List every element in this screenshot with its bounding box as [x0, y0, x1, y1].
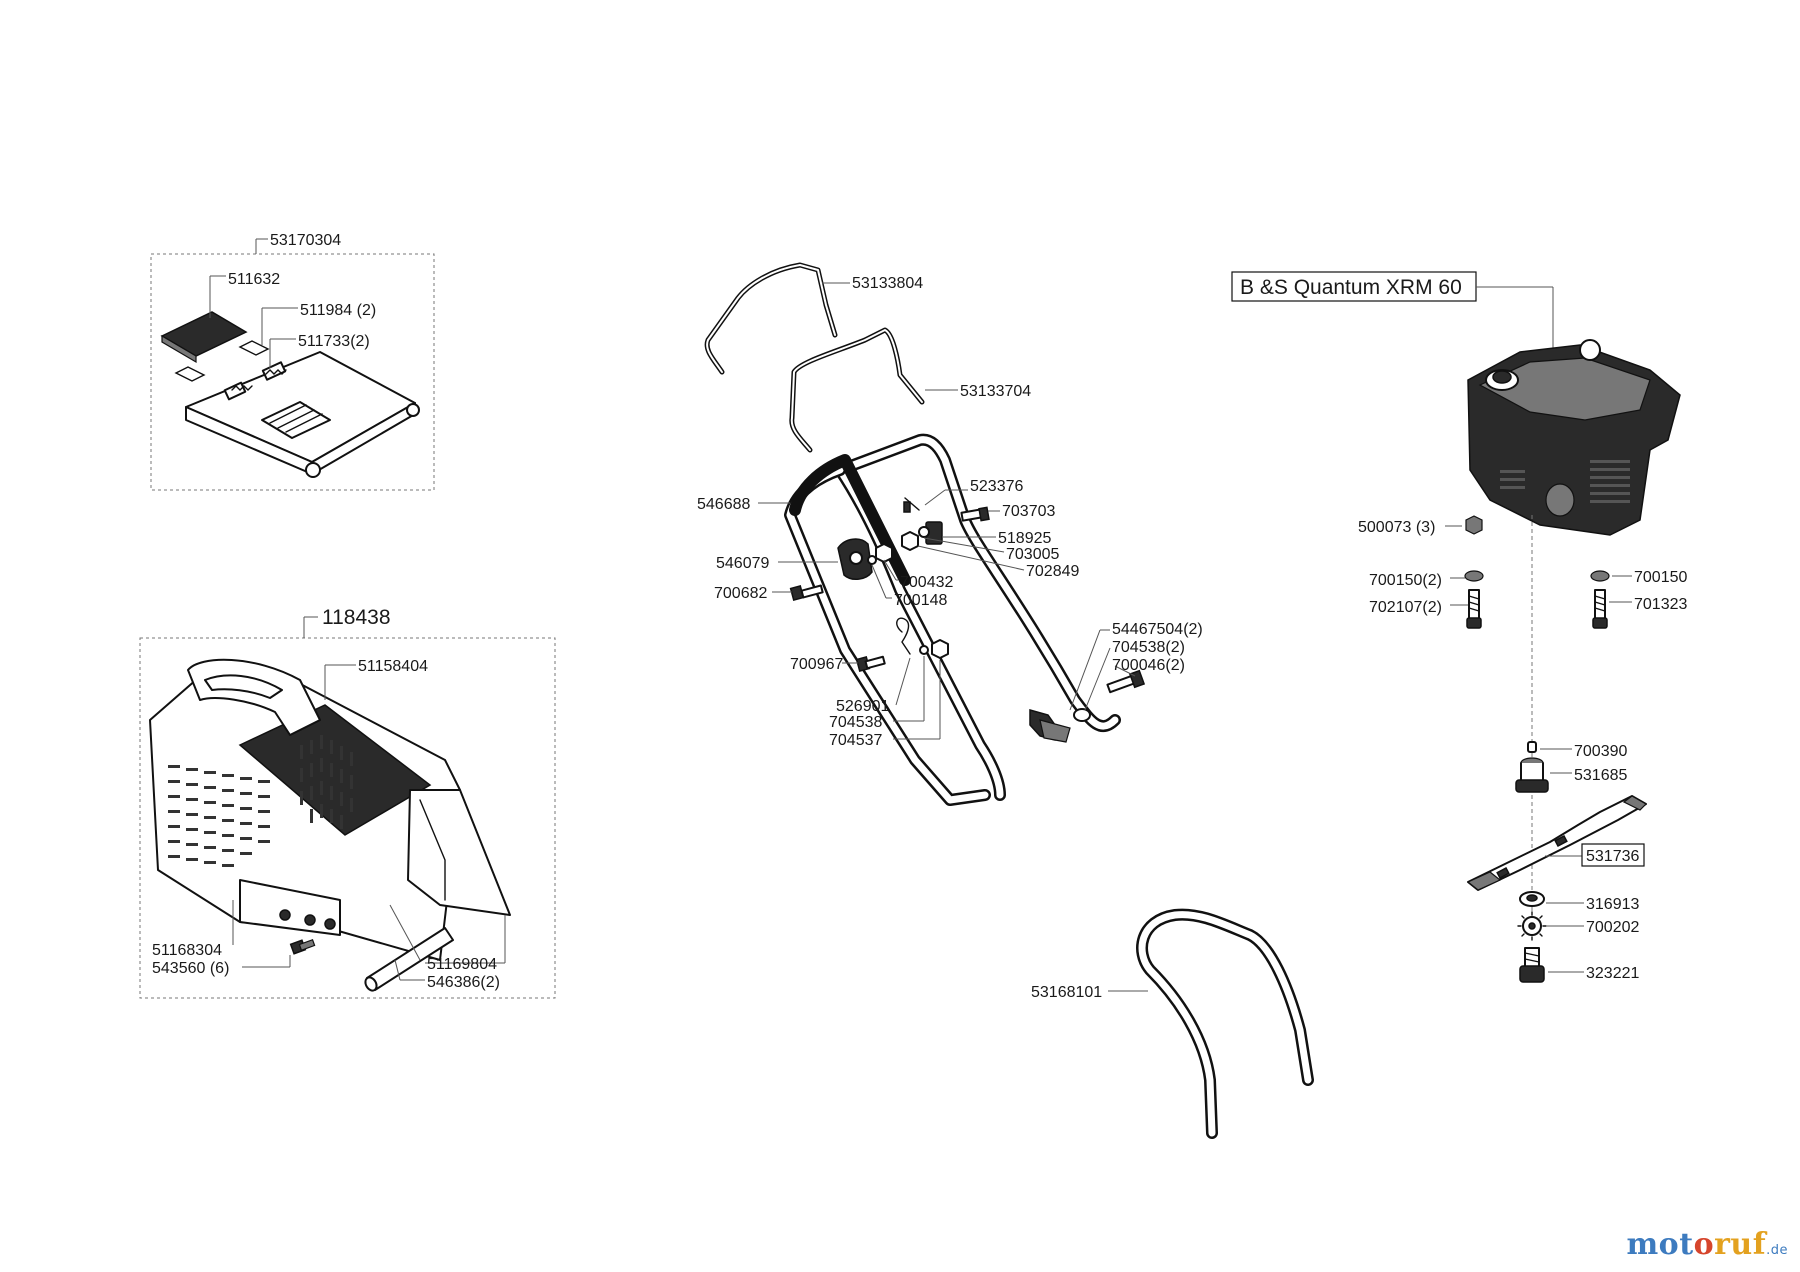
blade-531736-drawing	[1466, 795, 1647, 891]
label-704538[interactable]: 704538	[829, 714, 882, 731]
label-51158404[interactable]: 51158404	[358, 658, 428, 675]
label-500073[interactable]: 500073 (3)	[1358, 519, 1435, 536]
label-53133804[interactable]: 53133804	[852, 275, 923, 292]
adapter-531685-drawing	[1515, 757, 1549, 793]
engine-assembly: B &S Quantum XRM 60 500073 (3)	[1231, 271, 1687, 983]
label-53133704[interactable]: 53133704	[960, 383, 1031, 400]
label-523376[interactable]: 523376	[970, 478, 1023, 495]
grille-left	[168, 765, 270, 867]
label-546386[interactable]: 546386(2)	[427, 974, 500, 991]
label-702107[interactable]: 702107(2)	[1369, 599, 1442, 616]
handle-53168101-drawing	[1136, 908, 1314, 1139]
label-54467504[interactable]: 54467504(2)	[1112, 621, 1203, 638]
engine-mount-left-drawing	[1464, 515, 1484, 629]
handle-546688-drawing	[784, 433, 1121, 806]
label-546688[interactable]: 546688	[697, 496, 750, 513]
spring-511733-drawing	[231, 369, 287, 391]
blade-label-box	[1581, 843, 1645, 867]
label-703703[interactable]: 703703	[1002, 503, 1055, 520]
key-700390-drawing	[1527, 741, 1537, 753]
grass-catcher-drawing	[149, 658, 511, 961]
engine-mount-right-drawing	[1590, 570, 1610, 629]
group-box-53170304	[150, 253, 435, 491]
flap-511632-drawing	[160, 311, 248, 364]
washer-316913-drawing	[1519, 891, 1545, 907]
label-700432[interactable]: 700432	[900, 574, 953, 591]
engine-title-box	[1231, 271, 1477, 302]
engine-title[interactable]: B &S Quantum XRM 60	[1240, 276, 1462, 299]
label-53168101[interactable]: 53168101	[1031, 984, 1102, 1001]
label-700150-2[interactable]: 700150(2)	[1369, 572, 1442, 589]
label-704538-2[interactable]: 704538(2)	[1112, 639, 1185, 656]
engine-drawing	[1467, 339, 1681, 536]
label-700967[interactable]: 700967	[790, 656, 843, 673]
label-546079[interactable]: 546079	[716, 555, 769, 572]
label-700202[interactable]: 700202	[1586, 919, 1639, 936]
bolt-323221-drawing	[1519, 947, 1545, 983]
bolt-700967-drawing	[855, 617, 949, 673]
label-511733[interactable]: 511733(2)	[298, 333, 370, 350]
label-511984[interactable]: 511984 (2)	[300, 302, 376, 319]
label-701323[interactable]: 701323	[1634, 596, 1687, 613]
grille-right	[300, 735, 353, 829]
label-323221[interactable]: 323221	[1586, 965, 1639, 982]
label-511632[interactable]: 511632	[228, 271, 280, 288]
label-703005[interactable]: 703005	[1006, 546, 1059, 563]
label-53170304[interactable]: 53170304	[270, 232, 341, 249]
starwasher-700202-drawing	[1517, 911, 1547, 941]
screw-543560-drawing	[289, 939, 316, 955]
group-53170304: 53170304 511632 51198	[150, 232, 435, 491]
label-518925[interactable]: 518925	[998, 530, 1051, 547]
label-700148[interactable]: 700148	[894, 592, 947, 609]
handle-hardware-drawing	[901, 497, 990, 551]
lever-53133704-drawing	[789, 327, 925, 453]
label-316913[interactable]: 316913	[1586, 896, 1639, 913]
label-51168304[interactable]: 51168304	[152, 942, 222, 959]
clip-511984-drawing	[174, 340, 270, 382]
nut-700432-drawing	[875, 543, 893, 563]
label-700046[interactable]: 700046(2)	[1112, 657, 1185, 674]
label-531736[interactable]: 531736	[1586, 848, 1639, 865]
label-531685[interactable]: 531685	[1574, 767, 1627, 784]
washer-700148-drawing	[867, 555, 877, 565]
label-51169804[interactable]: 51169804	[427, 956, 497, 973]
label-526901[interactable]: 526901	[836, 698, 889, 715]
label-700682[interactable]: 700682	[714, 585, 767, 602]
label-704537[interactable]: 704537	[829, 732, 882, 749]
label-700150[interactable]: 700150	[1634, 569, 1687, 586]
group-118438: 118438	[139, 606, 556, 999]
rod-546386-drawing	[364, 927, 454, 992]
label-118438[interactable]: 118438	[322, 606, 391, 629]
guide-546079-drawing	[837, 538, 873, 580]
bolt-700682-drawing	[789, 584, 824, 602]
lever-53133804-drawing	[704, 262, 838, 375]
motoruf-logo: motoruf.de	[1626, 1227, 1788, 1262]
label-700390[interactable]: 700390	[1574, 743, 1627, 760]
group-box-118438	[139, 637, 556, 999]
label-543560[interactable]: 543560 (6)	[152, 960, 229, 977]
label-702849[interactable]: 702849	[1026, 563, 1079, 580]
handle-assembly: 53133804 53133704 546688 546079	[697, 262, 1314, 1139]
mulch-plate-drawing	[185, 351, 420, 478]
